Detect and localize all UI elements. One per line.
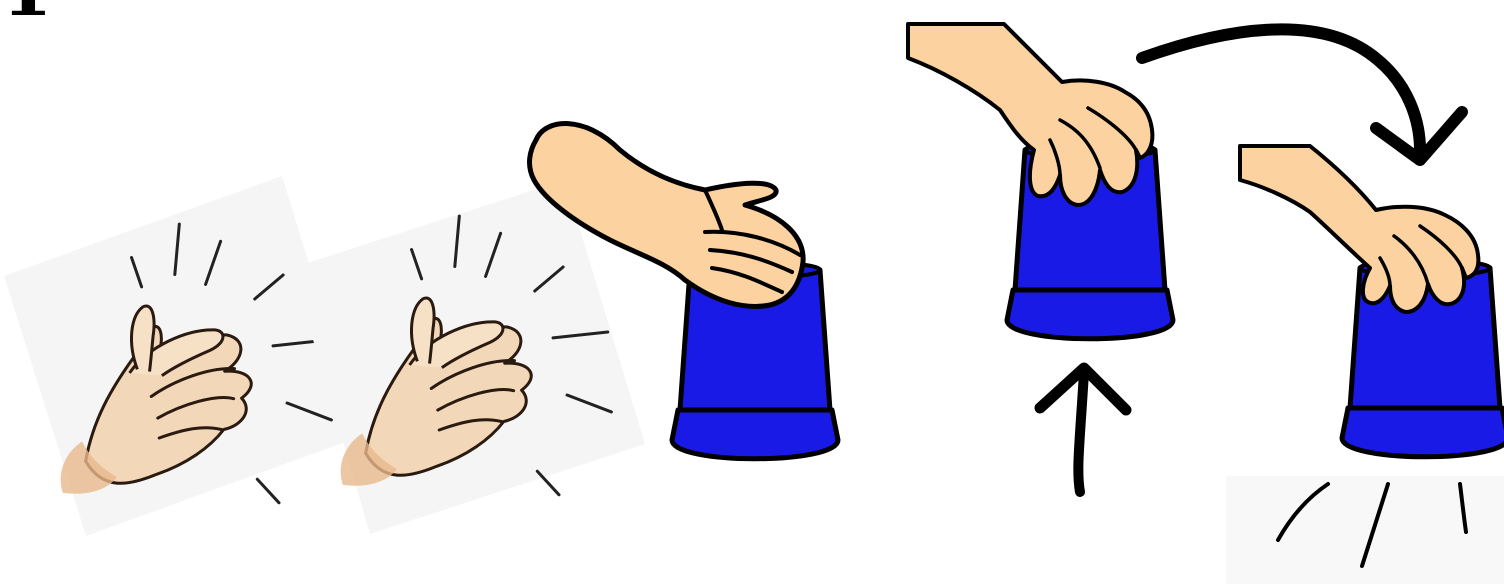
grab-and-lift-panel [908, 24, 1173, 492]
curved-arrow-icon [1142, 29, 1462, 160]
clap-panel-2 [292, 180, 645, 534]
clap-panel-1 [4, 176, 362, 536]
step-number: 1 [2, 0, 52, 26]
hand-grab-cup-icon [908, 24, 1152, 205]
up-arrow-icon [1040, 368, 1126, 492]
slam-cup-panel [1142, 29, 1504, 584]
